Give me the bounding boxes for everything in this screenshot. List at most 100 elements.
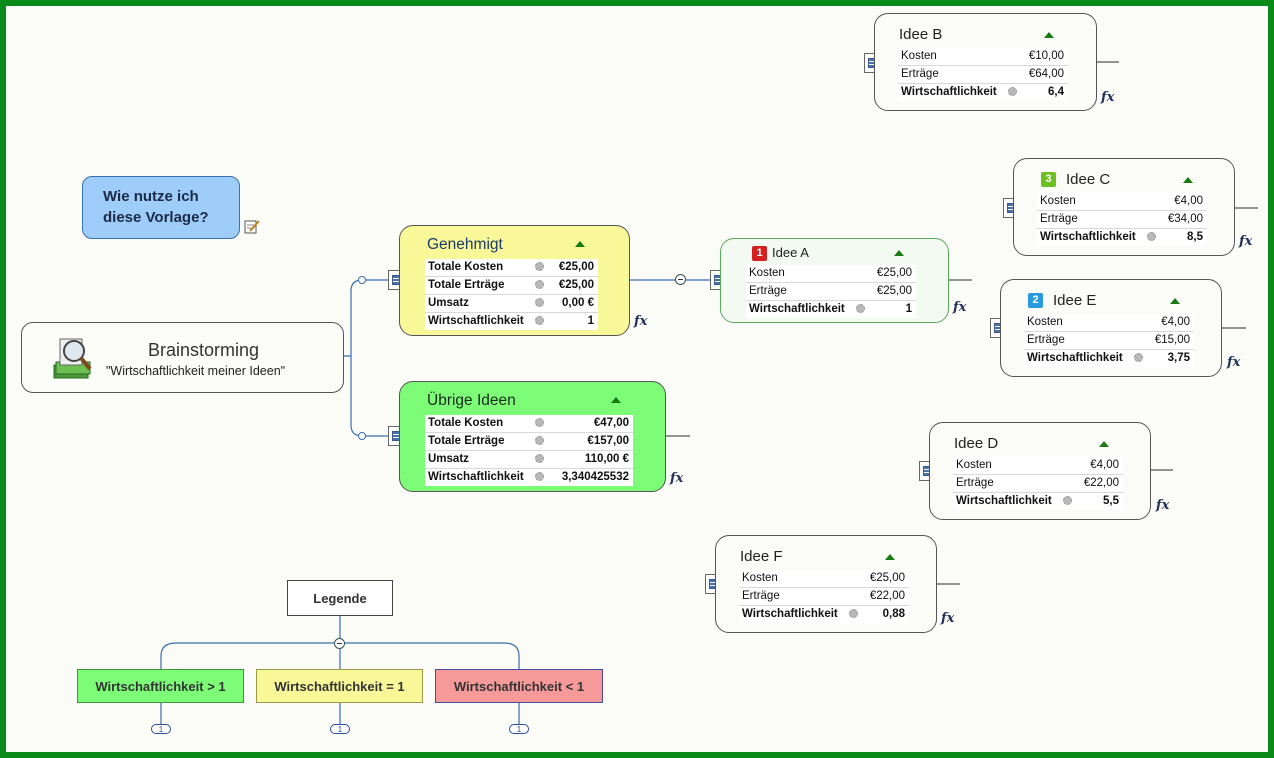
legend-item-greater[interactable]: Wirtschaftlichkeit > 1 xyxy=(77,669,244,703)
row-label: Erträge xyxy=(742,590,780,602)
central-topic[interactable]: Brainstorming "Wirtschaftlichkeit meiner… xyxy=(21,322,344,393)
row-label: Totale Erträge xyxy=(428,435,505,447)
collapse-arrow-icon[interactable] xyxy=(1099,441,1109,447)
formula-icon[interactable]: fx xyxy=(1101,90,1115,105)
topic-idea-a[interactable]: 1 Idee A Kosten€25,00 Erträge€25,00 Wirt… xyxy=(720,238,949,323)
collapse-button-approved[interactable] xyxy=(675,274,686,285)
other-table: Totale Kosten €47,00 Totale Erträge €157,0… xyxy=(425,415,633,486)
table-row: Totale Kosten €47,00 xyxy=(425,415,633,433)
idea-d-table: Kosten€4,00 Erträge€22,00 Wirtschaftlich… xyxy=(953,457,1123,510)
row-label: Totale Kosten xyxy=(428,417,504,429)
row-label: Kosten xyxy=(901,50,937,62)
idea-d-title: Idee D xyxy=(954,435,999,452)
row-label: Wirtschaftlichkeit xyxy=(956,495,1052,507)
gear-icon xyxy=(1147,232,1156,241)
central-subtitle: "Wirtschaftlichkeit meiner Ideen" xyxy=(106,364,286,378)
priority-1-icon: 1 xyxy=(752,246,767,261)
idea-f-title: Idee F xyxy=(740,548,783,565)
priority-2-icon: 2 xyxy=(1028,293,1043,308)
collapse-arrow-icon[interactable] xyxy=(894,250,904,256)
row-value: €25,00 xyxy=(558,261,594,273)
gear-icon xyxy=(1134,353,1143,362)
gear-icon xyxy=(535,418,544,427)
row-label: Umsatz xyxy=(428,453,469,465)
legend-title[interactable]: Legende xyxy=(287,580,393,616)
row-label: Umsatz xyxy=(428,297,469,309)
formula-icon[interactable]: fx xyxy=(941,611,955,626)
legend-count-lines xyxy=(160,703,520,724)
row-value: 1 xyxy=(905,303,912,315)
row-value: 1 xyxy=(587,315,594,327)
legend-count-less[interactable]: 1 xyxy=(509,724,529,734)
formula-icon[interactable]: fx xyxy=(634,314,648,329)
collapse-arrow-icon[interactable] xyxy=(1170,298,1180,304)
formula-icon[interactable]: fx xyxy=(1227,355,1241,370)
priority-3-icon: 3 xyxy=(1041,172,1056,187)
row-value: €157,00 xyxy=(587,435,629,447)
row-value: €25,00 xyxy=(876,267,912,279)
help-topic[interactable]: Wie nutze ich diese Vorlage? xyxy=(82,176,240,239)
row-label: Wirtschaftlichkeit xyxy=(742,608,838,620)
row-label: Erträge xyxy=(1040,213,1078,225)
help-topic-line2: diese Vorlage? xyxy=(103,209,209,226)
row-label: Wirtschaftlichkeit xyxy=(428,315,524,327)
table-row: Kosten €4,00 xyxy=(1024,314,1194,332)
collapse-arrow-icon[interactable] xyxy=(885,554,895,560)
topic-other-ideas[interactable]: Übrige Ideen Totale Kosten€47,00 Totale … xyxy=(399,381,666,492)
legend-count-greater[interactable]: 1 xyxy=(151,724,171,734)
topic-idea-e[interactable]: 2 Idee E Kosten€4,00 Erträge€15,00 Wirts… xyxy=(1000,279,1222,377)
row-value: €4,00 xyxy=(1161,316,1190,328)
collapse-arrow-icon[interactable] xyxy=(611,397,621,403)
formula-icon[interactable]: fx xyxy=(670,471,684,486)
row-label: Erträge xyxy=(901,68,939,80)
central-title: Brainstorming xyxy=(148,340,260,360)
table-row: Totale Kosten €25,00 xyxy=(425,259,598,277)
row-value: 5,5 xyxy=(1103,495,1119,507)
topic-approved[interactable]: Genehmigt Totale Kosten€25,00 Totale Ert… xyxy=(399,225,630,336)
row-label: Totale Kosten xyxy=(428,261,504,273)
row-value: €15,00 xyxy=(1154,334,1190,346)
row-value: €64,00 xyxy=(1028,68,1064,80)
idea-a-title: Idee A xyxy=(772,245,809,260)
legend-item-less[interactable]: Wirtschaftlichkeit < 1 xyxy=(435,669,603,703)
table-row: Erträge€15,00 xyxy=(1024,332,1194,350)
legend-count-equal[interactable]: 1 xyxy=(330,724,350,734)
gear-icon xyxy=(1008,87,1017,96)
topic-approved-title: Genehmigt xyxy=(427,236,503,253)
topic-idea-b[interactable]: Idee B Kosten€10,00 Erträge€64,00 Wirtsc… xyxy=(874,13,1097,111)
collapse-button-legend[interactable] xyxy=(334,638,345,649)
row-value: €47,00 xyxy=(593,417,629,429)
collapse-arrow-icon[interactable] xyxy=(575,241,585,247)
row-label: Kosten xyxy=(1027,316,1063,328)
row-value: €34,00 xyxy=(1167,213,1203,225)
topic-idea-c[interactable]: 3 Idee C Kosten€4,00 Erträge€34,00 Wirts… xyxy=(1013,158,1235,256)
row-label: Kosten xyxy=(956,459,992,471)
topic-idea-d[interactable]: Idee D Kosten€4,00 Erträge€22,00 Wirtsch… xyxy=(929,422,1151,520)
topic-idea-f[interactable]: Idee F Kosten€25,00 Erträge€22,00 Wirtsc… xyxy=(715,535,937,633)
idea-b-table: Kosten €10,00 Erträge €64,00 Wirtschaftlic… xyxy=(898,48,1068,101)
idea-c-table: Kosten€4,00 Erträge€34,00 Wirtschaftlich… xyxy=(1037,193,1207,246)
row-value: €22,00 xyxy=(869,590,905,602)
idea-a-table: Kosten€25,00 Erträge€25,00 Wirtschaftlic… xyxy=(746,265,916,318)
edit-note-icon[interactable] xyxy=(244,219,260,235)
row-label: Wirtschaftlichkeit xyxy=(1027,352,1123,364)
help-topic-line1: Wie nutze ich xyxy=(103,188,199,205)
table-row: Wirtschaftlichkeit 1 xyxy=(425,313,598,330)
approved-table: Totale Kosten€25,00 Totale Erträge€25,00… xyxy=(425,259,598,330)
formula-icon[interactable]: fx xyxy=(1239,234,1253,249)
row-label: Wirtschaftlichkeit xyxy=(428,471,524,483)
gear-icon xyxy=(535,472,544,481)
legend-item-equal[interactable]: Wirtschaftlichkeit = 1 xyxy=(256,669,423,703)
formula-icon[interactable]: fx xyxy=(1156,498,1170,513)
row-value: €10,00 xyxy=(1028,50,1064,62)
collapse-arrow-icon[interactable] xyxy=(1044,32,1054,38)
formula-icon[interactable]: fx xyxy=(953,300,967,315)
table-row: Erträge€22,00 xyxy=(953,475,1123,493)
collapse-arrow-icon[interactable] xyxy=(1183,177,1193,183)
row-value: 3,340425532 xyxy=(561,471,629,483)
